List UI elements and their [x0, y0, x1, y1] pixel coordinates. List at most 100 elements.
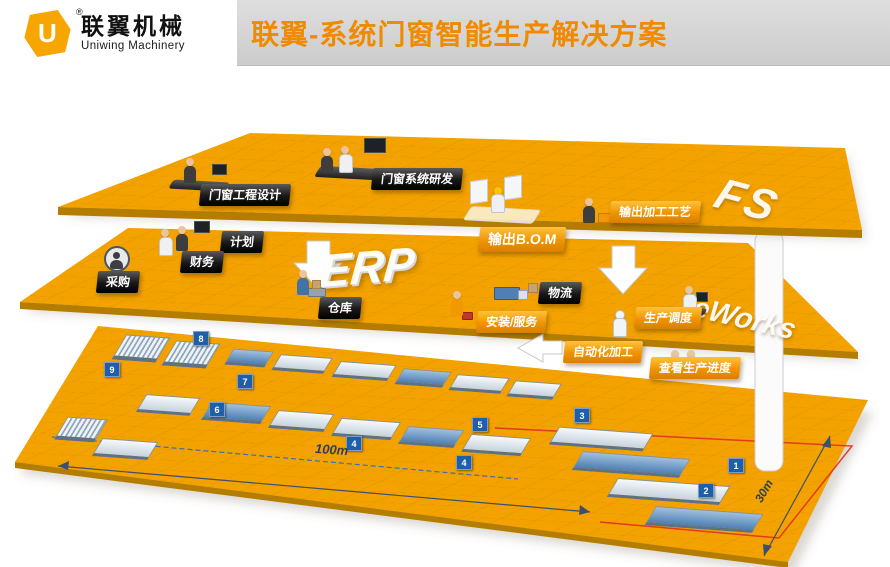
logo-letter: U [38, 17, 57, 48]
header: U ® 联翼机械 Uniwing Machinery 联翼-系统门窗智能生产解决… [0, 0, 890, 66]
person-head [341, 146, 349, 154]
down-arrow-bom-to-erp [597, 245, 649, 295]
cart-icon [308, 288, 326, 297]
drawing-panel-icon [470, 178, 488, 205]
figure-meeting-a [320, 148, 334, 174]
machine [506, 380, 562, 400]
monitor-icon [212, 164, 227, 175]
person-body [339, 154, 353, 173]
person-head [671, 350, 679, 358]
dimension-line-30m [763, 435, 831, 557]
page-title: 联翼-系统门窗智能生产解决方案 [251, 18, 668, 50]
figure-purchase-avatar [104, 246, 130, 272]
factory-layer-edge [15, 462, 788, 567]
toolbox-icon [462, 312, 473, 320]
figure-installer [450, 291, 464, 317]
avatar-head [113, 252, 120, 259]
person-head [178, 226, 186, 234]
person-body [297, 278, 309, 295]
title-bar: 联翼-系统门窗智能生产解决方案 [237, 0, 890, 66]
station-badge-5: 5 [472, 417, 488, 432]
label-warehouse: 仓库 [317, 297, 363, 319]
dim-arrowhead [579, 505, 590, 515]
figure-designer [183, 158, 197, 184]
figure-finance-a [158, 229, 173, 256]
truck-icon [494, 287, 520, 300]
box-icon [312, 280, 321, 289]
person-body [176, 234, 188, 251]
drawing-panel-icon [504, 174, 522, 201]
label-production-dispatch: 生产调度 [633, 307, 703, 329]
dim-arrowhead [763, 544, 772, 556]
process-flow-ribbon [754, 230, 784, 472]
station-badge-6: 6 [209, 402, 225, 417]
label-purchase: 采购 [95, 271, 141, 293]
truck-cab-icon [518, 290, 528, 300]
person-head [585, 198, 593, 206]
station-badge-2: 2 [698, 483, 714, 498]
down-arrow-design-to-erp [292, 240, 344, 290]
person-head [161, 229, 169, 237]
machine [394, 368, 452, 388]
person-body [321, 156, 333, 173]
label-output-bom: 输出B.O.M [477, 227, 567, 252]
figure-bom-worker [490, 186, 505, 213]
blue-flow-line [51, 436, 519, 480]
dim-arrowhead [58, 461, 69, 470]
dim-arrowhead [822, 436, 831, 448]
dimension-line-100m [57, 465, 591, 513]
figure-process-engineer [582, 198, 596, 224]
station-badge-9: 9 [104, 362, 120, 377]
machine [135, 394, 201, 416]
station-badge-8: 8 [193, 331, 209, 346]
label-engineering-design: 门窗工程设计 [198, 184, 292, 206]
label-install-service: 安装/服务 [475, 311, 548, 333]
machine [91, 437, 159, 461]
label-system-rd: 门窗系统研发 [370, 168, 464, 190]
machine [397, 425, 465, 449]
monitor-icon [364, 138, 386, 153]
logo-area: U ® 联翼机械 Uniwing Machinery [0, 0, 237, 66]
plan-board-icon [194, 221, 210, 233]
label-automated-processing: 自动化加工 [562, 341, 644, 363]
person-head [299, 270, 307, 278]
person-body [451, 299, 463, 316]
brand-name-en: Uniwing Machinery [81, 40, 185, 53]
station-badge-1: 1 [728, 458, 744, 473]
figure-warehouse-worker [296, 270, 310, 296]
box-icon [528, 283, 538, 293]
person-head [453, 291, 461, 299]
robot-body [613, 318, 627, 337]
person-head [323, 148, 331, 156]
arrow-to-automation [516, 333, 563, 363]
label-finance: 财务 [179, 251, 225, 273]
label-output-process: 输出加工工艺 [608, 201, 702, 223]
brand-block: 联翼机械 Uniwing Machinery [81, 14, 185, 52]
person-body [583, 206, 595, 223]
figure-robot [612, 310, 628, 340]
station-badge-7: 7 [237, 374, 253, 389]
person-body [184, 166, 196, 183]
dimension-100m: 100m [314, 440, 349, 459]
uniwing-logo-icon: U [21, 8, 75, 59]
person-head [685, 286, 693, 294]
design-layer-edge [58, 207, 862, 238]
station-badge-3: 3 [574, 408, 590, 423]
label-view-progress: 查看生产进度 [648, 357, 742, 379]
monitor-icon [696, 292, 708, 302]
avatar-body [110, 260, 123, 269]
label-plan: 计划 [219, 231, 265, 253]
machine [267, 409, 335, 433]
brand-name-cn: 联翼机械 [81, 12, 185, 39]
erp-layer-edge [20, 302, 858, 359]
figure-meeting-b [338, 146, 353, 173]
label-logistics: 物流 [537, 282, 583, 304]
person-body [159, 237, 173, 256]
registered-mark: ® [76, 7, 83, 17]
person-head [186, 158, 194, 166]
person-head [687, 350, 695, 358]
station-badge-4a: 4 [346, 436, 362, 451]
station-badge-4b: 4 [456, 455, 472, 470]
watermark-erp: ERP [317, 236, 417, 298]
